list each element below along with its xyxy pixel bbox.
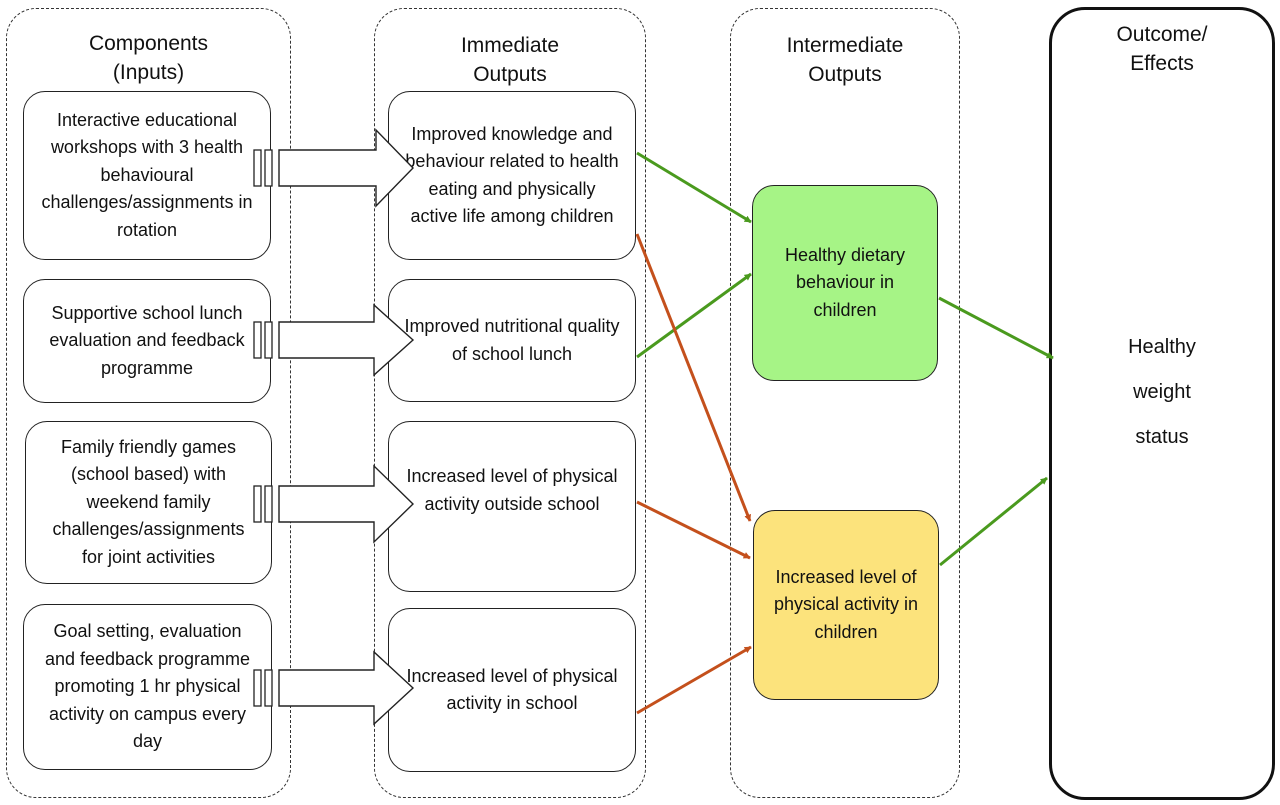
intermediate-outputs-column: Intermediate Outputs (730, 8, 960, 798)
immediate-output-text-4: Increased level of physical activity in … (406, 665, 618, 714)
outcome-title-line2: Effects (1130, 52, 1194, 75)
components-title-line1: Components (88, 32, 209, 55)
input-text-3: Family friendly games (school based) wit… (52, 436, 245, 567)
intermediate-activity-box: Increased level of physical activity in … (753, 510, 939, 700)
outcome-title-line1: Outcome/ (1116, 23, 1208, 46)
intermediate-diet-text: Healthy dietary behaviour in children (784, 244, 906, 320)
components-column: Components (Inputs) (6, 8, 291, 798)
input-text-4: Goal setting, evaluation and feedback pr… (44, 621, 251, 752)
immediate-title-line1: Immediate (460, 34, 560, 57)
input-text-2: Supportive school lunch evaluation and f… (49, 302, 245, 378)
intermediate-diet-box: Healthy dietary behaviour in children (752, 185, 938, 381)
outcome-box: Healthy weight status (1049, 7, 1275, 800)
input-box-4: Goal setting, evaluation and feedback pr… (23, 604, 272, 770)
components-title-line2: (Inputs) (112, 61, 185, 84)
intermediate-title-line1: Intermediate (786, 34, 904, 57)
input-text-1: Interactive educational workshops with 3… (41, 109, 253, 240)
outcome-text: Healthy weight status (1128, 336, 1196, 448)
immediate-outputs-title: Immediate Outputs (375, 31, 645, 89)
immediate-output-box-2: Improved nutritional quality of school l… (388, 279, 636, 402)
immediate-output-box-1: Improved knowledge and behaviour related… (388, 91, 636, 260)
intermediate-outputs-title: Intermediate Outputs (731, 31, 959, 89)
input-box-2: Supportive school lunch evaluation and f… (23, 279, 271, 403)
input-box-1: Interactive educational workshops with 3… (23, 91, 271, 260)
input-box-3: Family friendly games (school based) wit… (25, 421, 272, 584)
outcome-column-title: Outcome/ Effects (1049, 20, 1275, 78)
immediate-output-text-1: Improved knowledge and behaviour related… (405, 123, 619, 227)
intermediate-title-line2: Outputs (808, 63, 882, 86)
immediate-output-text-2: Improved nutritional quality of school l… (404, 316, 620, 364)
immediate-output-text-3: Increased level of physical activity out… (406, 466, 618, 514)
intermediate-activity-text: Increased level of physical activity in … (773, 566, 919, 642)
immediate-output-box-3: Increased level of physical activity out… (388, 421, 636, 592)
immediate-output-box-4: Increased level of physical activity in … (388, 608, 636, 772)
immediate-title-line2: Outputs (473, 63, 547, 86)
components-column-title: Components (Inputs) (7, 29, 290, 87)
